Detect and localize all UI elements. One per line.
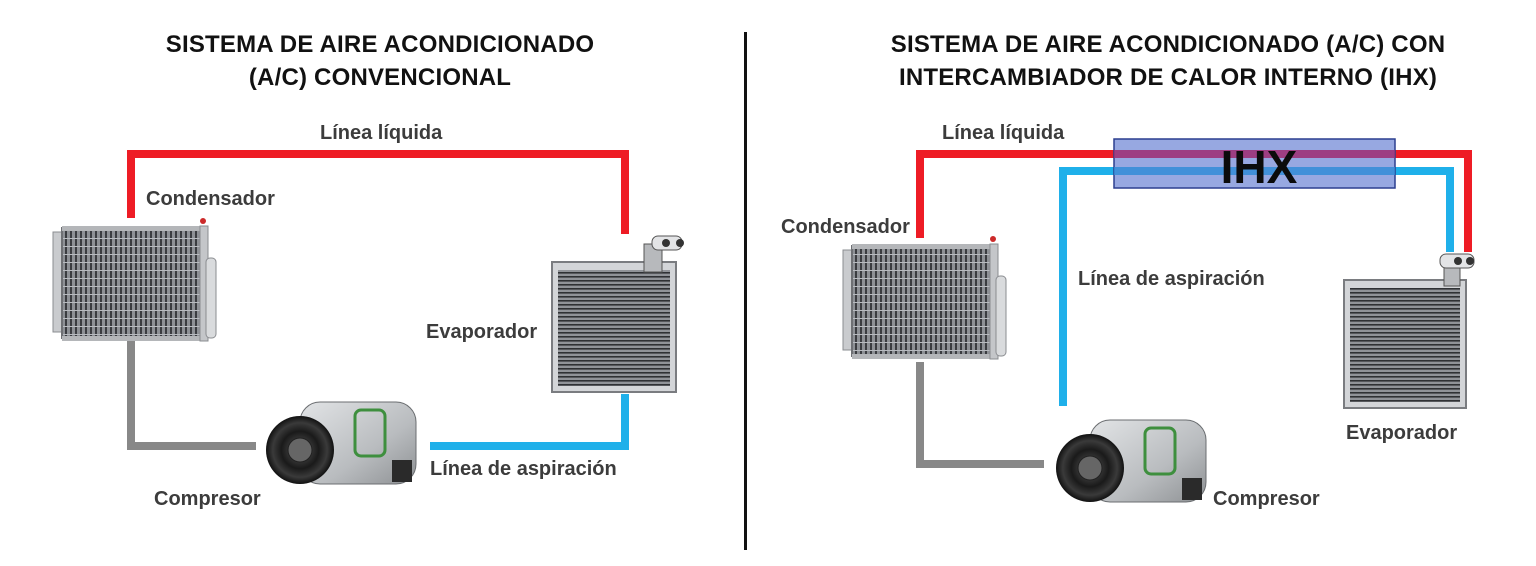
- left-title: SISTEMA DE AIRE ACONDICIONADO (A/C) CONV…: [60, 28, 700, 94]
- right-condenser-label: Condensador: [781, 216, 910, 238]
- right-compressor-label: Compresor: [1213, 488, 1320, 510]
- right-suction-line-label: Línea de aspiración: [1078, 268, 1265, 290]
- right-title-line2: INTERCAMBIADOR DE CALOR INTERNO (IHX): [898, 64, 1438, 91]
- right-evaporator-image: [1343, 253, 1475, 409]
- ihx-box: IHX: [1113, 138, 1396, 193]
- left-evaporator-label: Evaporador: [426, 321, 538, 343]
- left-compressor-label: Compresor: [154, 488, 261, 510]
- right-title-line1: SISTEMA DE AIRE ACONDICIONADO (A/C) CON: [890, 31, 1446, 58]
- left-title-line1: SISTEMA DE AIRE ACONDICIONADO: [165, 31, 595, 58]
- right-liquid-line-label: Línea líquida: [942, 122, 1065, 144]
- left-compressor-line: [127, 340, 256, 450]
- right-title: SISTEMA DE AIRE ACONDICIONADO (A/C) CON …: [808, 28, 1528, 94]
- left-liquid-line: [127, 150, 629, 234]
- right-compressor-line: [916, 362, 1044, 468]
- right-condenser-image: [842, 236, 1007, 360]
- left-liquid-line-label: Línea líquida: [320, 122, 443, 144]
- ihx-label: IHX: [1221, 141, 1298, 193]
- left-title-line2: (A/C) CONVENCIONAL: [248, 64, 512, 91]
- panel-divider: [744, 32, 747, 550]
- left-suction-line: [430, 394, 629, 450]
- left-suction-line-label: Línea de aspiración: [430, 458, 617, 480]
- left-evaporator-image: [551, 235, 684, 393]
- left-condenser-label: Condensador: [146, 188, 275, 210]
- left-condenser-image: [52, 218, 217, 342]
- right-evaporator-label: Evaporador: [1346, 422, 1458, 444]
- right-compressor-image: [1056, 419, 1207, 503]
- left-compressor-image: [266, 401, 417, 485]
